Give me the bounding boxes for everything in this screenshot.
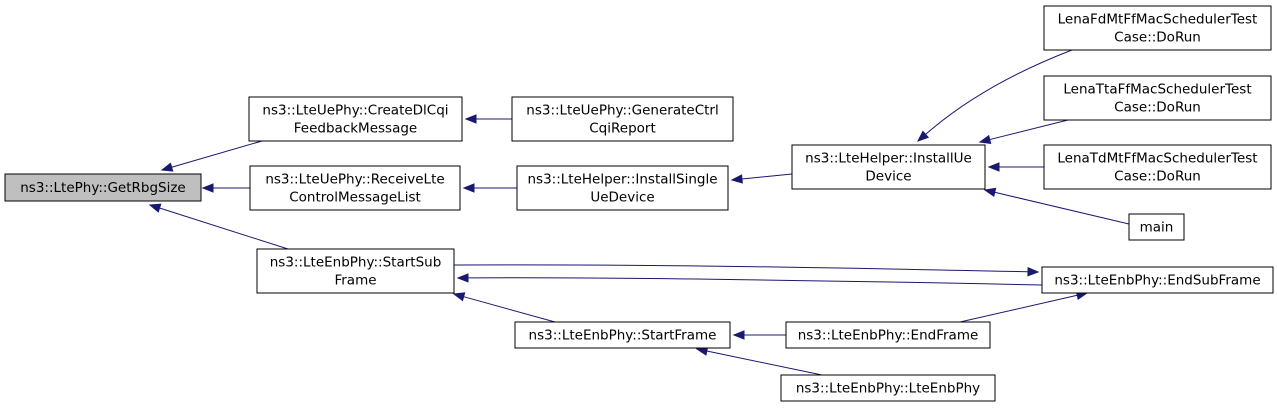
edge-line — [453, 264, 1029, 273]
node-startframe[interactable]: ns3::LteEnbPhy::StartFrame — [514, 321, 731, 349]
node-box — [1041, 266, 1274, 294]
node-main[interactable]: main — [1128, 213, 1185, 241]
node-label: ns3::LteUePhy::GenerateCtrl — [526, 103, 718, 119]
arrowhead-icon — [160, 162, 174, 172]
node-getrbgsize[interactable]: ns3::LtePhy::GetRbgSize — [4, 173, 202, 202]
node-label: ns3::LteEnbPhy::EndFrame — [798, 328, 979, 344]
arrowhead-icon — [1027, 267, 1040, 277]
node-label: ns3::LteUePhy::ReceiveLte — [265, 172, 444, 188]
node-lteenbphy[interactable]: ns3::LteEnbPhy::LteEnbPhy — [780, 374, 996, 402]
node-label: Case::DoRun — [1114, 30, 1201, 46]
edge-line — [741, 173, 793, 180]
arrowhead-icon — [201, 183, 214, 193]
node-box — [514, 321, 731, 349]
edges-layer — [148, 49, 1130, 376]
node-box — [1043, 75, 1272, 121]
node-receivelte[interactable]: ns3::LteUePhy::ReceiveLteControlMessageL… — [249, 165, 461, 211]
node-box — [248, 96, 463, 142]
call-edge-lenatdmt-to-installue — [987, 162, 1044, 172]
arrowhead-icon — [987, 162, 1000, 172]
node-label: main — [1140, 220, 1174, 236]
node-box — [785, 321, 991, 349]
arrowhead-icon — [983, 187, 997, 198]
call-edge-lteenbphy-to-startframe — [695, 346, 823, 376]
call-edge-startsubframe-to-endsubframe — [453, 264, 1040, 277]
edge-line — [925, 49, 1073, 135]
node-label: LenaFdMtFfMacSchedulerTest — [1058, 12, 1258, 28]
call-edge-startframe-to-startsubframe — [452, 292, 556, 323]
call-edge-receivelte-to-getrbgsize — [201, 183, 250, 193]
node-label: Case::DoRun — [1114, 169, 1201, 185]
call-edge-createdlcqi-to-getrbgsize — [160, 140, 263, 172]
call-edge-endframe-to-endsubframe — [959, 290, 1089, 323]
node-box — [511, 96, 734, 142]
node-label: ns3::LtePhy::GetRbgSize — [20, 180, 186, 196]
edge-line — [706, 350, 823, 376]
node-label: ns3::LteEnbPhy::StartFrame — [529, 328, 717, 344]
node-box — [1043, 5, 1272, 51]
node-box — [516, 165, 729, 211]
node-label: CqiReport — [589, 121, 656, 137]
call-edge-endsubframe-to-startsubframe — [456, 273, 1043, 286]
call-edge-main-to-installue — [983, 187, 1130, 225]
node-box — [780, 374, 996, 402]
node-box — [1043, 144, 1272, 190]
edge-line — [171, 140, 263, 168]
arrowhead-icon — [978, 134, 992, 145]
node-label: LenaTtaFfMacSchedulerTest — [1063, 82, 1251, 98]
arrowhead-icon — [456, 273, 469, 283]
call-edge-startsubframe-to-getrbgsize — [148, 203, 289, 250]
node-box — [249, 165, 461, 211]
node-label: LenaTdMtFfMacSchedulerTest — [1057, 151, 1257, 167]
call-edge-endframe-to-startframe — [732, 330, 786, 340]
node-label: ControlMessageList — [289, 190, 421, 206]
node-label: ns3::LteHelper::InstallUe — [805, 151, 972, 167]
edge-line — [159, 207, 289, 250]
node-label: Case::DoRun — [1114, 100, 1201, 116]
nodes-layer: ns3::LtePhy::GetRbgSize ns3::LteUePhy::Cr… — [4, 5, 1274, 402]
node-createdlcqi[interactable]: ns3::LteUePhy::CreateDlCqiFeedbackMessag… — [248, 96, 463, 142]
call-edge-lenafdmt-to-installue — [916, 49, 1073, 142]
edge-line — [989, 119, 1069, 141]
edge-line — [994, 191, 1130, 225]
node-box — [4, 173, 202, 202]
arrowhead-icon — [462, 183, 475, 193]
node-box — [791, 144, 986, 190]
call-edge-lenatta-to-installue — [978, 119, 1069, 145]
node-label: ns3::LteEnbPhy::StartSub — [270, 255, 442, 271]
node-label: FeedbackMessage — [294, 121, 417, 137]
node-label: ns3::LteEnbPhy::EndSubFrame — [1054, 273, 1260, 289]
arrowhead-icon — [916, 130, 930, 142]
arrowhead-icon — [452, 292, 466, 302]
arrowhead-icon — [730, 174, 743, 184]
node-label: ns3::LteEnbPhy::LteEnbPhy — [796, 381, 980, 397]
edge-line — [463, 296, 556, 323]
node-endsubframe[interactable]: ns3::LteEnbPhy::EndSubFrame — [1041, 266, 1274, 294]
edge-line — [959, 294, 1078, 323]
node-label: ns3::LteHelper::InstallSingle — [527, 172, 717, 188]
arrowhead-icon — [464, 114, 477, 124]
arrowhead-icon — [148, 203, 162, 213]
edge-line — [467, 277, 1043, 286]
call-edge-installsingle-to-receivelte — [462, 183, 517, 193]
call-edge-generatectrl-to-createdlcqi — [464, 114, 512, 124]
node-box — [256, 248, 455, 294]
arrowhead-icon — [732, 330, 745, 340]
node-label: ns3::LteUePhy::CreateDlCqi — [262, 103, 448, 119]
node-box — [1128, 213, 1185, 241]
call-edge-installue-to-installsingle — [730, 173, 793, 184]
node-label: Device — [865, 169, 911, 185]
node-endframe[interactable]: ns3::LteEnbPhy::EndFrame — [785, 321, 991, 349]
node-label: Frame — [334, 273, 376, 289]
node-label: UeDevice — [590, 190, 654, 206]
